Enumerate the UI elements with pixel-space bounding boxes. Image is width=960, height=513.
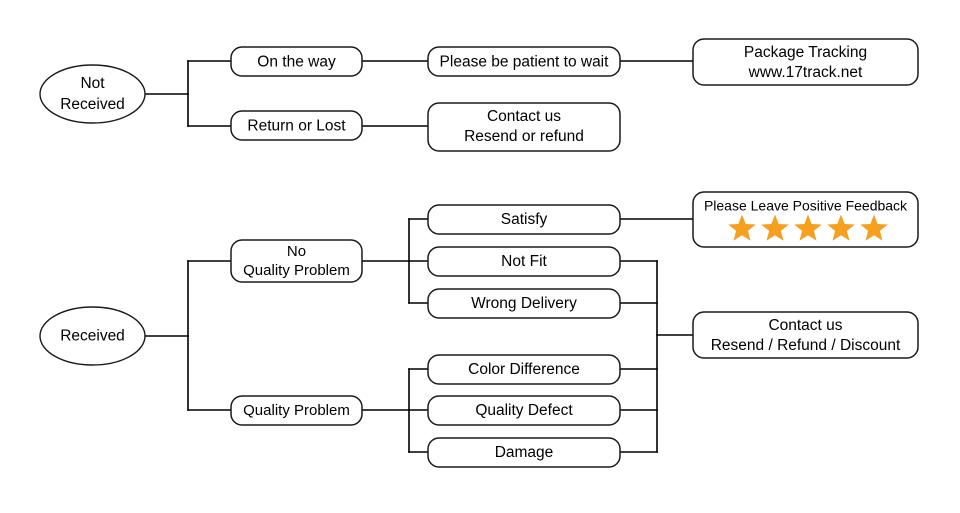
star-rating <box>728 214 888 241</box>
quality-defect-box <box>427 395 621 426</box>
damage-label: Damage <box>495 444 554 461</box>
positive-feedback-box <box>692 191 919 248</box>
quality-defect-label: Quality Defect <box>475 402 573 419</box>
please-be-patient-box <box>427 46 621 77</box>
node-not-received[interactable]: Not Received <box>39 64 146 124</box>
received-ellipse <box>39 306 146 366</box>
node-color-difference[interactable]: Color Difference <box>427 354 621 385</box>
wrong-delivery-label: Wrong Delivery <box>471 295 577 312</box>
node-received[interactable]: Received <box>39 306 146 366</box>
no-quality-problem-box <box>230 239 363 283</box>
contact-resend-refund-box <box>427 102 621 152</box>
star-icon <box>794 214 822 241</box>
package-tracking-label-line2: www.17track.net <box>748 64 863 81</box>
contact-discount-label-line1: Contact us <box>768 317 842 334</box>
node-quality-problem[interactable]: Quality Problem <box>230 395 363 426</box>
package-tracking-box <box>692 38 919 86</box>
node-contact-resend-refund-discount[interactable]: Contact us Resend / Refund / Discount <box>692 311 919 359</box>
damage-box <box>427 437 621 468</box>
node-contact-resend-refund[interactable]: Contact us Resend or refund <box>427 102 621 152</box>
contact-resend-refund-label-line1: Contact us <box>487 108 561 125</box>
on-the-way-box <box>230 46 363 77</box>
node-please-be-patient[interactable]: Please be patient to wait <box>427 46 621 77</box>
star-icon <box>860 214 888 241</box>
node-positive-feedback[interactable]: Please Leave Positive Feedback <box>692 191 919 248</box>
contact-resend-refund-discount-box <box>692 311 919 359</box>
star-icon <box>761 214 789 241</box>
node-damage[interactable]: Damage <box>427 437 621 468</box>
return-or-lost-label: Return or Lost <box>247 118 346 135</box>
package-tracking-label-line1: Package Tracking <box>744 44 867 61</box>
contact-discount-label-line2: Resend / Refund / Discount <box>711 337 901 354</box>
satisfy-box <box>427 204 621 235</box>
node-quality-defect[interactable]: Quality Defect <box>427 395 621 426</box>
node-satisfy[interactable]: Satisfy <box>427 204 621 235</box>
color-difference-label: Color Difference <box>468 361 580 378</box>
node-no-quality-problem[interactable]: No Quality Problem <box>230 239 363 283</box>
node-return-or-lost[interactable]: Return or Lost <box>230 110 363 141</box>
node-not-fit[interactable]: Not Fit <box>427 246 621 277</box>
positive-feedback-label: Please Leave Positive Feedback <box>704 198 908 214</box>
not-fit-box <box>427 246 621 277</box>
no-quality-problem-label-line2: Quality Problem <box>243 262 350 279</box>
on-the-way-label: On the way <box>257 54 336 71</box>
node-package-tracking[interactable]: Package Tracking www.17track.net <box>692 38 919 86</box>
return-or-lost-box <box>230 110 363 141</box>
not-received-label-line1: Not <box>80 75 105 92</box>
node-on-the-way[interactable]: On the way <box>230 46 363 77</box>
not-fit-label: Not Fit <box>501 253 547 270</box>
no-quality-problem-label-line1: No <box>287 243 306 260</box>
please-be-patient-label: Please be patient to wait <box>440 54 610 71</box>
not-received-label-line2: Received <box>60 96 125 113</box>
star-icon <box>728 214 756 241</box>
satisfy-label: Satisfy <box>501 211 548 228</box>
contact-resend-refund-label-line2: Resend or refund <box>464 128 584 145</box>
received-label: Received <box>60 328 125 345</box>
quality-problem-box <box>230 395 363 426</box>
not-received-ellipse <box>39 64 146 124</box>
wrong-delivery-box <box>427 288 621 319</box>
color-difference-box <box>427 354 621 385</box>
star-icon <box>827 214 855 241</box>
node-wrong-delivery[interactable]: Wrong Delivery <box>427 288 621 319</box>
quality-problem-label: Quality Problem <box>243 402 350 419</box>
